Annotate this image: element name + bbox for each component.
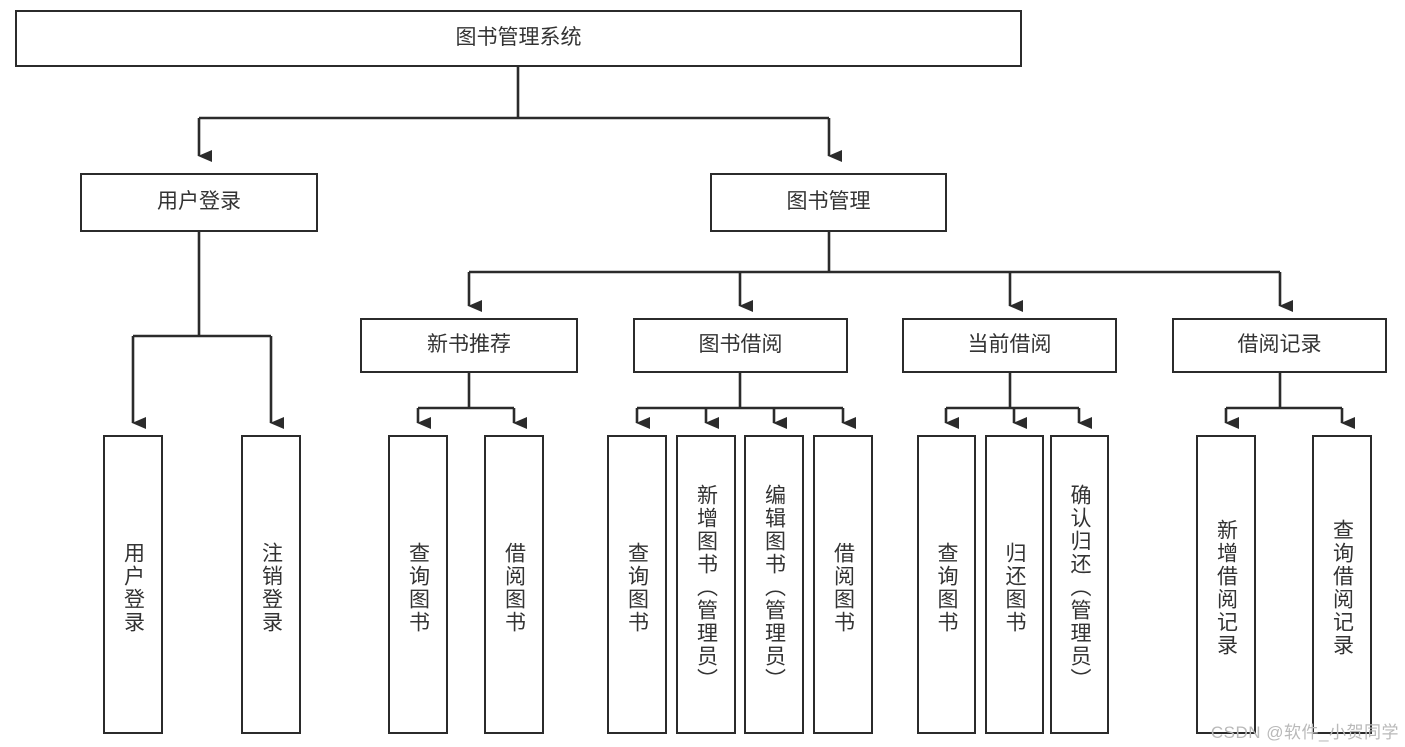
- node-leaf-edit-book-admin[interactable]: 编辑图书（管理员）: [744, 435, 804, 734]
- node-leaf-confirm-return-admin[interactable]: 确认归还（管理员）: [1050, 435, 1109, 734]
- node-leaf-add-book-admin-label: 新增图书（管理员）: [694, 484, 718, 691]
- node-new-book-recommendation[interactable]: 新书推荐: [360, 318, 578, 373]
- node-user-login[interactable]: 用户登录: [80, 173, 318, 232]
- node-leaf-add-borrow-record-label: 新增借阅记录: [1214, 518, 1238, 657]
- node-leaf-query-book-current-label: 查询图书: [935, 541, 958, 634]
- node-leaf-query-borrow-record[interactable]: 查询借阅记录: [1312, 435, 1372, 734]
- node-leaf-user-login-label: 用户登录: [121, 541, 145, 634]
- node-leaf-logout-label: 注销登录: [259, 541, 283, 634]
- node-leaf-add-book-admin[interactable]: 新增图书（管理员）: [676, 435, 736, 734]
- node-leaf-borrow-book-recommendation-label: 借阅图书: [502, 541, 526, 634]
- node-leaf-query-book-current[interactable]: 查询图书: [917, 435, 976, 734]
- node-leaf-query-book-borrow[interactable]: 查询图书: [607, 435, 667, 734]
- node-leaf-return-book-label: 归还图书: [1003, 541, 1026, 634]
- node-leaf-logout[interactable]: 注销登录: [241, 435, 301, 734]
- node-leaf-borrow-book-label: 借阅图书: [831, 541, 855, 634]
- node-leaf-return-book[interactable]: 归还图书: [985, 435, 1044, 734]
- node-book-manage-label: 图书管理: [786, 190, 871, 214]
- node-current-borrow-label: 当前借阅: [967, 333, 1052, 357]
- node-book-manage[interactable]: 图书管理: [710, 173, 947, 232]
- node-book-borrow[interactable]: 图书借阅: [633, 318, 848, 373]
- node-leaf-confirm-return-admin-label: 确认归还（管理员）: [1068, 484, 1091, 691]
- node-leaf-borrow-book-recommendation[interactable]: 借阅图书: [484, 435, 544, 734]
- node-leaf-user-login[interactable]: 用户登录: [103, 435, 163, 734]
- node-borrow-record-label: 借阅记录: [1237, 333, 1322, 357]
- node-root-label: 图书管理系统: [455, 26, 582, 50]
- node-leaf-query-borrow-record-label: 查询借阅记录: [1330, 518, 1354, 657]
- node-borrow-record[interactable]: 借阅记录: [1172, 318, 1387, 373]
- node-leaf-query-book-borrow-label: 查询图书: [625, 541, 649, 634]
- node-leaf-add-borrow-record[interactable]: 新增借阅记录: [1196, 435, 1256, 734]
- node-current-borrow[interactable]: 当前借阅: [902, 318, 1117, 373]
- csdn-watermark: CSDN @软件_小贺同学: [1210, 723, 1399, 742]
- node-user-login-label: 用户登录: [157, 190, 241, 214]
- node-leaf-borrow-book[interactable]: 借阅图书: [813, 435, 873, 734]
- node-new-book-recommendation-label: 新书推荐: [427, 333, 511, 357]
- node-book-borrow-label: 图书借阅: [698, 333, 783, 357]
- node-leaf-query-book-recommendation[interactable]: 查询图书: [388, 435, 448, 734]
- node-root[interactable]: 图书管理系统: [15, 10, 1022, 67]
- node-leaf-query-book-recommendation-label: 查询图书: [406, 541, 430, 634]
- node-leaf-edit-book-admin-label: 编辑图书（管理员）: [762, 484, 786, 691]
